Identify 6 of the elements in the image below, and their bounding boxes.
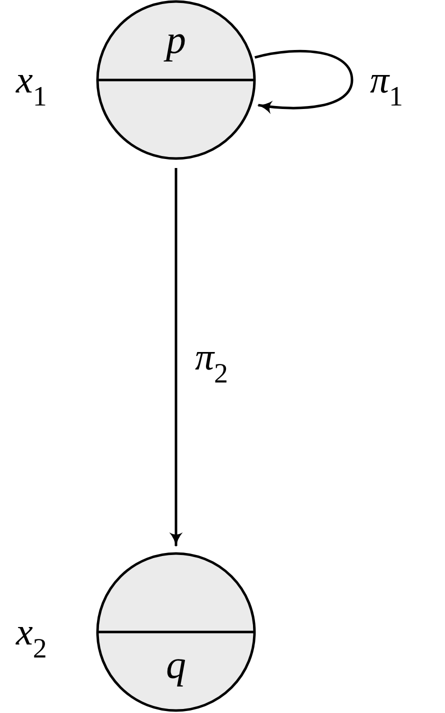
state-label: p <box>162 17 190 63</box>
state-name: x$_{2}$ <box>14 610 48 660</box>
split-state-circle <box>96 552 256 712</box>
state-label: q <box>165 642 187 688</box>
state-name: x$_{1}$ <box>14 58 48 108</box>
split-state-circle <box>96 0 256 160</box>
